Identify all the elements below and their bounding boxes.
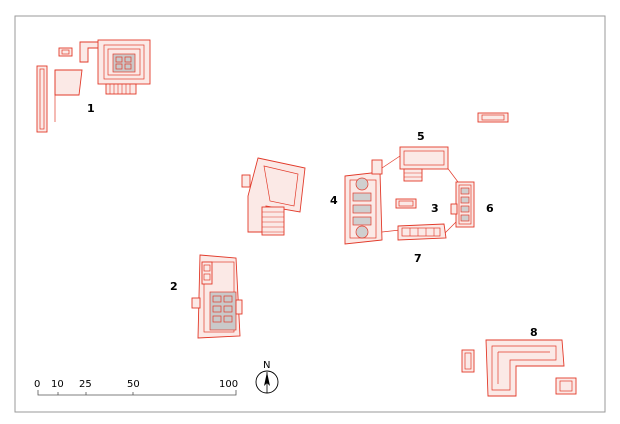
scale-tick-10: 10 (51, 379, 64, 390)
structure-5-label: 5 (417, 130, 425, 143)
scale-tick-50: 50 (127, 379, 140, 390)
structure-7: 7 (397, 223, 447, 265)
scale-tick-25: 25 (79, 379, 92, 390)
structure-4-label: 4 (330, 194, 338, 207)
structure-6: 6 (450, 181, 494, 228)
structure-1: 1 (36, 39, 151, 133)
structure-3-label: 3 (431, 202, 439, 215)
scale-bar: 0 10 25 50 100 (34, 379, 238, 396)
structure-5: 5 (399, 130, 449, 182)
north-label: N (263, 360, 270, 371)
structure-6-label: 6 (486, 202, 494, 215)
structure-2: 2 (170, 254, 243, 339)
scale-tick-100: 100 (219, 379, 238, 390)
map-frame (14, 15, 606, 413)
structure-8-label: 8 (530, 326, 538, 339)
scale-tick-0: 0 (34, 379, 40, 390)
structure-7-label: 7 (414, 252, 422, 265)
central-pyramid (241, 157, 306, 236)
north-arrow: N (255, 360, 279, 394)
structure-8: 8 (461, 326, 577, 397)
small-platform-ne (477, 112, 509, 123)
structure-3: 3 (395, 198, 439, 215)
structure-4: 4 (330, 159, 383, 245)
structure-2-label: 2 (170, 280, 178, 293)
structure-1-label: 1 (87, 102, 95, 115)
